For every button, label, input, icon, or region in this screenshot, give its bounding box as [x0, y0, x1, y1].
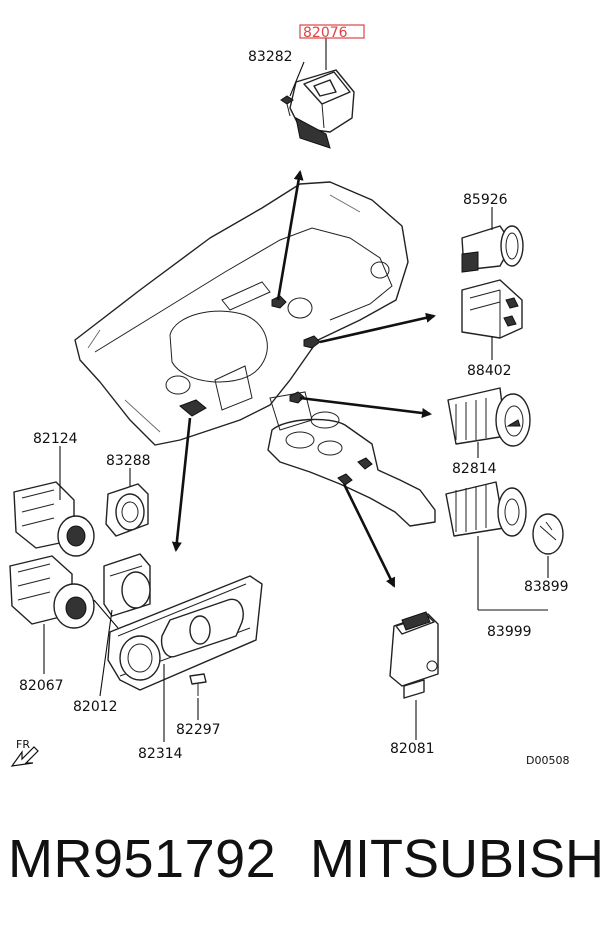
callout-82124: 82124: [33, 431, 78, 447]
callout-83288: 83288: [106, 453, 151, 469]
callout-82067: 82067: [19, 678, 64, 694]
panel-82314: [107, 575, 263, 691]
screw-82297: [189, 673, 207, 696]
pointer-arrows: [171, 170, 436, 588]
caption-bar: MR951792 MITSUBISHI: [0, 828, 600, 918]
switch-88402: [461, 279, 523, 339]
brand-name: MITSUBISHI: [310, 829, 600, 889]
heater-switch-82081: [389, 611, 439, 699]
switch-82124: [13, 481, 95, 557]
cigar-lighter-83999: [445, 481, 527, 537]
callout-83999: 83999: [487, 624, 532, 640]
switch-82067: [9, 555, 95, 629]
highlight-box: [299, 24, 365, 39]
leader-lines: [43, 38, 549, 742]
callout-83899: 83899: [524, 579, 569, 595]
socket-82814: [447, 387, 531, 447]
callout-85926: 85926: [463, 192, 508, 208]
switch-85926: [461, 225, 524, 273]
front-direction-marker: FR: [10, 738, 39, 767]
switch-82012: [103, 553, 151, 617]
front-arrow-icon: [10, 746, 39, 767]
callout-83282: 83282: [248, 49, 293, 65]
callout-82814: 82814: [452, 461, 497, 477]
diagram-code: D00508: [526, 754, 569, 767]
front-marker-label: FR: [16, 738, 30, 751]
callout-88402: 88402: [467, 363, 512, 379]
hazard-switch-82076: [289, 69, 355, 149]
callout-82081: 82081: [390, 741, 435, 757]
callout-82012: 82012: [73, 699, 118, 715]
dashboard-outline: [74, 181, 436, 527]
callout-82314: 82314: [138, 746, 183, 762]
screw-83282: [280, 95, 294, 117]
callout-labels: 82076 83282 85926 88402 82814 83899 8399…: [19, 24, 569, 762]
lighter-knob-83899: [532, 513, 564, 555]
callout-82297: 82297: [176, 722, 221, 738]
dashboard-switch-marks: [179, 295, 373, 486]
switch-83288: [105, 483, 149, 537]
part-number: MR951792: [8, 829, 277, 889]
parts-diagram: 82076 83282 85926 88402 82814 83899 8399…: [9, 24, 569, 767]
callout-82076: 82076: [303, 25, 348, 41]
